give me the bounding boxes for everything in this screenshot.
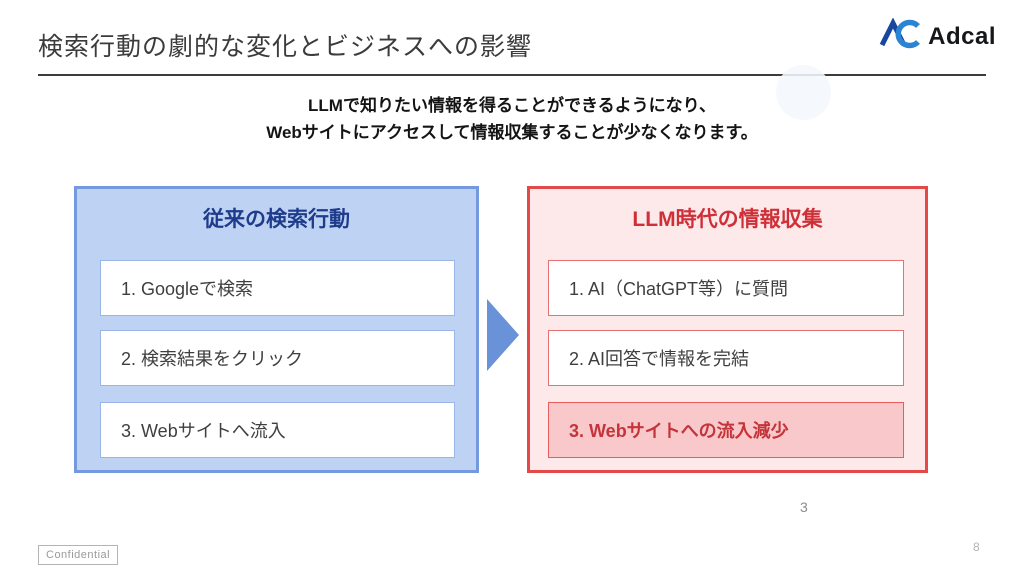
llm-step-2: 2. AI回答で情報を完結 (548, 330, 904, 386)
subtitle: LLMで知りたい情報を得ることができるようになり、 Webサイトにアクセスして情… (0, 92, 1024, 146)
traditional-step-3: 3. Webサイトへ流入 (100, 402, 455, 458)
page-title: 検索行動の劇的な変化とビジネスへの影響 (38, 33, 533, 61)
arrow-right-icon (487, 299, 519, 371)
adcal-logo-text: Adcal (928, 22, 996, 50)
subtitle-line-2: Webサイトにアクセスして情報収集することが少なくなります。 (266, 123, 758, 142)
llm-era-panel: LLM時代の情報収集 1. AI（ChatGPT等）に質問 2. AI回答で情報… (527, 186, 928, 473)
confidential-badge: Confidential (38, 545, 119, 565)
traditional-step-1: 1. Googleで検索 (100, 260, 455, 316)
llm-step-3-highlight: 3. Webサイトへの流入減少 (548, 402, 904, 458)
page-number: 8 (973, 540, 980, 554)
subtitle-line-1: LLMで知りたい情報を得ることができるようになり、 (308, 96, 716, 115)
stray-page-number: 3 (800, 499, 808, 515)
traditional-step-2: 2. 検索結果をクリック (100, 330, 455, 386)
traditional-search-panel-title: 従来の検索行動 (203, 208, 350, 231)
traditional-search-panel: 従来の検索行動 1. Googleで検索 2. 検索結果をクリック 3. Web… (74, 186, 479, 473)
llm-era-panel-title: LLM時代の情報収集 (632, 208, 823, 231)
adcal-logo-icon (878, 17, 924, 55)
title-divider (38, 74, 986, 76)
llm-step-1: 1. AI（ChatGPT等）に質問 (548, 260, 904, 316)
adcal-logo: Adcal (878, 17, 996, 55)
decorative-circle (776, 65, 831, 120)
